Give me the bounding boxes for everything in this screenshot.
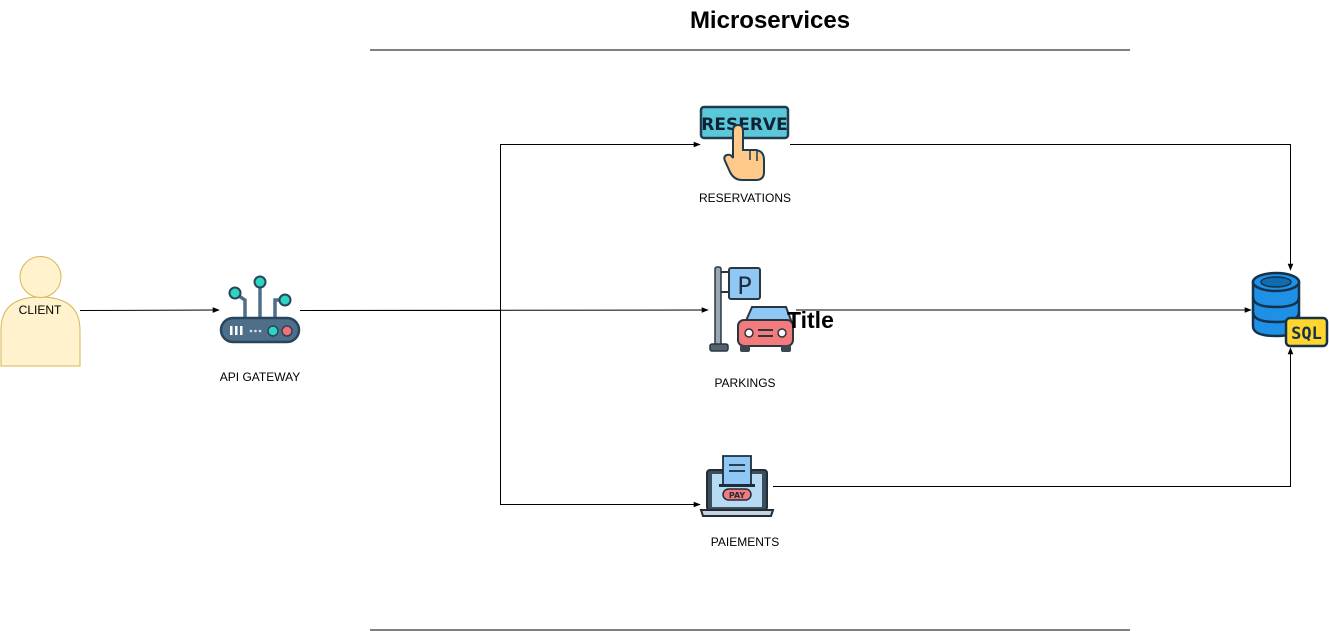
paiements-label: PAIEMENTS (711, 535, 779, 549)
pay-badge-text: PAY (729, 491, 746, 500)
edge-paiements-database (773, 347, 1294, 487)
reserve-sign-text: RESERVE (701, 115, 787, 135)
database-node[interactable]: SQL (1251, 271, 1329, 348)
parking-car-icon: P (709, 266, 794, 352)
router-icon (219, 275, 301, 344)
gateway-node[interactable]: API GATEWAY (219, 275, 301, 385)
parkings-node[interactable]: P PARKINGS (709, 266, 794, 390)
edge-client-gateway (79, 307, 220, 313)
parking-sign-text: P (737, 272, 751, 300)
edge-gateway-reservations (300, 141, 701, 311)
reserve-button-icon: RESERVE (699, 105, 790, 181)
user-icon (0, 256, 81, 367)
parkings-label: PARKINGS (714, 376, 775, 390)
edge-gateway-paiements (500, 310, 701, 508)
sql-database-icon: SQL (1251, 271, 1329, 348)
client-node[interactable]: CLIENT (0, 256, 81, 367)
reservations-node[interactable]: RESERVE RESERVATIONS (699, 105, 791, 205)
sql-badge-text: SQL (1291, 324, 1322, 344)
client-label: CLIENT (19, 303, 62, 317)
diagram-title: Microservices (690, 7, 850, 34)
edge-gateway-parkings (299, 307, 709, 313)
edges (79, 141, 1294, 508)
gateway-label: API GATEWAY (220, 370, 300, 384)
paiements-node[interactable]: PAY PAIEMENTS (699, 455, 779, 549)
laptop-payment-icon: PAY (699, 455, 775, 517)
reservations-label: RESERVATIONS (699, 191, 791, 205)
edge-reservations-database (790, 144, 1294, 271)
stray-title-text: Title (787, 307, 834, 333)
